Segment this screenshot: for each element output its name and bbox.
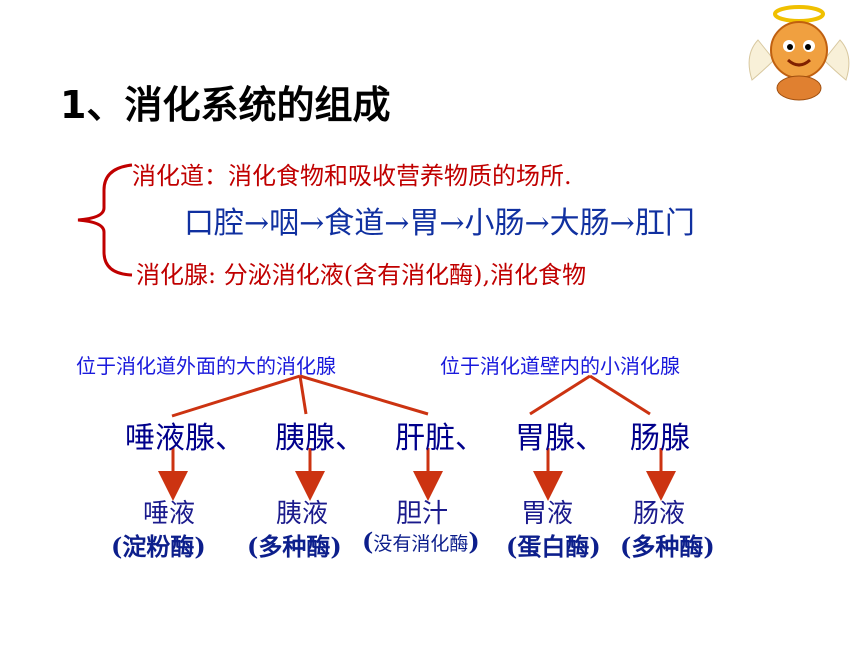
brace-icon [72, 160, 136, 284]
organ-liver: 肝脏、 [395, 421, 485, 456]
angel-mascot-icon [744, 0, 854, 109]
connector-line [529, 374, 591, 416]
enzyme-saliva: (淀粉酶) [111, 532, 206, 561]
page-title: 1、消化系统的组成 [60, 83, 391, 127]
organ-pancreas: 胰腺、 [275, 421, 365, 456]
connector-line [298, 375, 308, 415]
enzyme-pancreatic: (多种酶) [247, 532, 342, 561]
juice-intestinal: 肠液 [633, 499, 686, 529]
enzyme-bile: (没有消化酶) [362, 527, 480, 556]
digestive-gland-definition: 消化腺: 分泌消化液(含有消化酶),消化食物 [136, 261, 587, 289]
connector-line [171, 374, 301, 418]
juice-pancreatic: 胰液 [276, 499, 329, 529]
connector-line [589, 374, 651, 416]
digestive-tract-path: 口腔→咽→食道→胃→小肠→大肠→肛门 [184, 206, 695, 241]
organ-salivary-gland: 唾液腺、 [125, 421, 245, 456]
digestive-tract-definition: 消化道：消化食物和吸收营养物质的场所. [132, 162, 572, 190]
juice-saliva: 唾液 [143, 499, 196, 529]
enzyme-gastric: (蛋白酶) [506, 532, 601, 561]
organ-intestinal-gland: 肠腺 [630, 421, 690, 456]
juice-bile: 胆汁 [396, 499, 449, 529]
connector-line [299, 374, 429, 416]
organ-gastric-gland: 胃腺、 [515, 421, 605, 456]
juice-gastric: 胃液 [521, 499, 574, 529]
inner-glands-label: 位于消化道壁内的小消化腺 [440, 354, 680, 378]
outer-glands-label: 位于消化道外面的大的消化腺 [76, 354, 336, 378]
enzyme-intestinal: (多种酶) [620, 532, 715, 561]
